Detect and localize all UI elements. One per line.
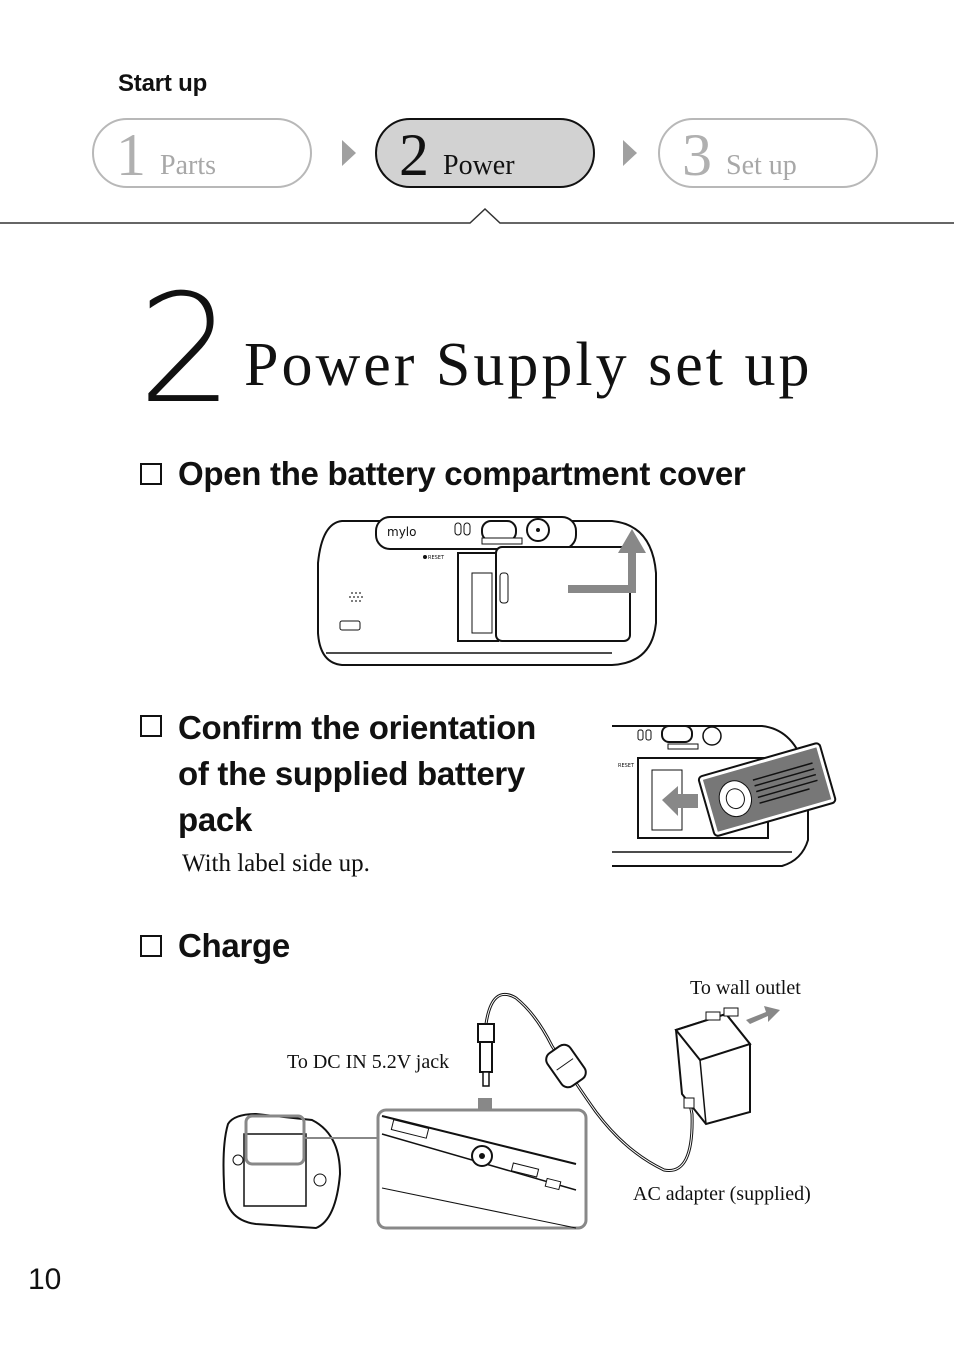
battery-cover-illustration: mylo RESET [317,516,657,666]
insert-arrow-icon [662,786,698,816]
svg-text:RESET: RESET [618,763,635,769]
page-number: 10 [28,1263,62,1296]
battery-orientation-illustration: RESET [612,725,837,867]
step-label: Power [443,150,515,181]
brand-logo: mylo [387,525,416,539]
caption-wall-outlet: To wall outlet [690,977,801,999]
step-number: 3 [682,122,712,188]
caption-dc-jack: To DC IN 5.2V jack [287,1051,450,1073]
step-arrow-icon [623,140,637,166]
lift-arrow-icon [568,529,646,593]
step-heading: Open the battery compartment cover [178,455,746,492]
chapter-number: 2 [138,263,234,437]
step-heading: Confirm the orientation of the supplied … [178,709,536,838]
page-title: Power Supply set up [244,331,813,399]
section-label: Start up [118,70,208,97]
checkbox-icon[interactable] [140,463,162,485]
step-label: Set up [726,150,797,181]
svg-text:RESET: RESET [428,555,445,561]
step-number: 2 [399,122,429,188]
step-parts[interactable]: 1 Parts [92,118,312,188]
step-setup[interactable]: 3 Set up [658,118,878,188]
step-arrow-icon [342,140,356,166]
step-heading: Charge [178,927,290,964]
checkbox-icon[interactable] [140,715,162,737]
caption-ac-adapter: AC adapter (supplied) [633,1183,811,1205]
step-label: Parts [160,150,216,181]
step-note: With label side up. [182,850,370,877]
outlet-arrow-icon [746,1006,780,1024]
header-divider [0,207,954,224]
charge-illustration [222,992,780,1230]
checkbox-icon[interactable] [140,935,162,957]
step-power[interactable]: 2 Power [375,118,595,188]
step-number: 1 [116,122,146,188]
